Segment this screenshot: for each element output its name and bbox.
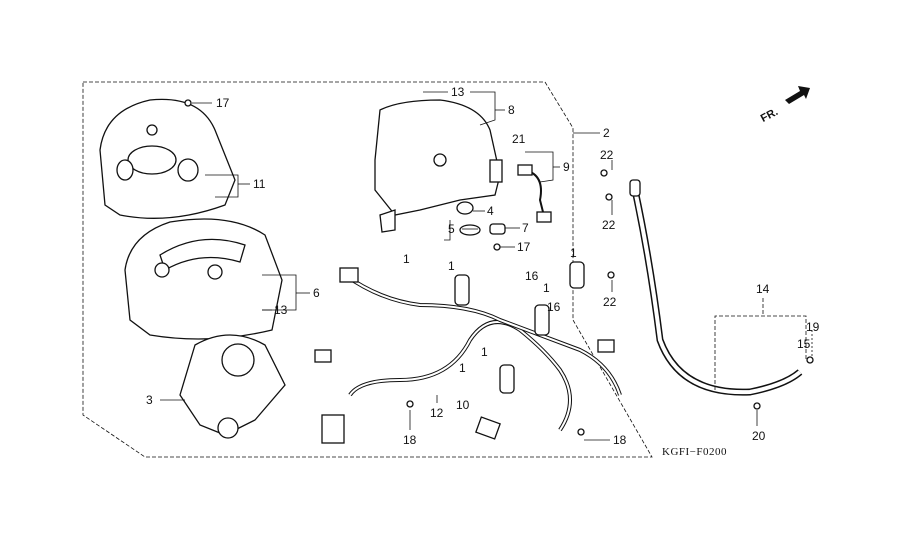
callout-7: 7 bbox=[522, 221, 529, 235]
meter-case-part bbox=[124, 218, 283, 340]
callout-20: 20 bbox=[752, 429, 766, 443]
callout-1: 1 bbox=[403, 252, 410, 266]
callout-3: 3 bbox=[146, 393, 153, 407]
callout-2: 2 bbox=[603, 126, 610, 140]
clamp-part bbox=[489, 223, 506, 235]
callout-17: 17 bbox=[216, 96, 230, 110]
callout-1: 1 bbox=[543, 281, 550, 295]
rubber-part bbox=[459, 224, 481, 236]
front-direction-arrow-icon bbox=[785, 86, 810, 104]
callout-5: 5 bbox=[448, 222, 455, 236]
assembly-frame bbox=[82, 81, 653, 458]
callout-18: 18 bbox=[613, 433, 627, 447]
meter-cover-part bbox=[99, 98, 236, 219]
callout-11: 11 bbox=[253, 177, 266, 191]
callout-1: 1 bbox=[481, 345, 488, 359]
direction-label: FR. bbox=[759, 106, 780, 125]
speedometer-cable-part bbox=[629, 179, 803, 396]
callout-22: 22 bbox=[602, 218, 616, 232]
callout-22: 22 bbox=[603, 295, 617, 309]
callout-18: 18 bbox=[403, 433, 417, 447]
meter-bracket-part bbox=[374, 99, 503, 233]
connector-part bbox=[517, 164, 533, 176]
grommet-part bbox=[456, 201, 474, 215]
callout-22: 22 bbox=[600, 148, 614, 162]
callout-9: 9 bbox=[563, 160, 570, 174]
callout-13: 13 bbox=[451, 85, 465, 99]
meter-unit-part bbox=[179, 334, 286, 439]
callout-1: 1 bbox=[459, 361, 466, 375]
sensor-part bbox=[475, 416, 501, 440]
callout-1: 1 bbox=[448, 259, 455, 273]
callout-17: 17 bbox=[517, 240, 531, 254]
callout-13: 13 bbox=[274, 303, 288, 317]
callout-15: 15 bbox=[797, 337, 811, 351]
callout-1: 1 bbox=[570, 246, 577, 260]
callout-21: 21 bbox=[512, 132, 526, 146]
wire-harness-part bbox=[314, 261, 622, 444]
callout-16: 16 bbox=[547, 300, 561, 314]
callout-4: 4 bbox=[487, 204, 494, 218]
screw-parts bbox=[184, 99, 814, 436]
callout-16: 16 bbox=[525, 269, 539, 283]
connector-part bbox=[536, 211, 552, 223]
drawing-code: KGFI−F0200 bbox=[662, 446, 727, 458]
leader-lines bbox=[160, 91, 813, 441]
callout-19: 19 bbox=[806, 320, 820, 334]
callout-14: 14 bbox=[756, 282, 770, 296]
callout-10: 10 bbox=[456, 398, 470, 412]
callout-12: 12 bbox=[430, 406, 444, 420]
callout-labels: 17 13 8 2 21 9 22 22 22 11 4 5 7 17 1 1 … bbox=[146, 85, 820, 458]
callout-6: 6 bbox=[313, 286, 320, 300]
callout-8: 8 bbox=[508, 103, 515, 117]
